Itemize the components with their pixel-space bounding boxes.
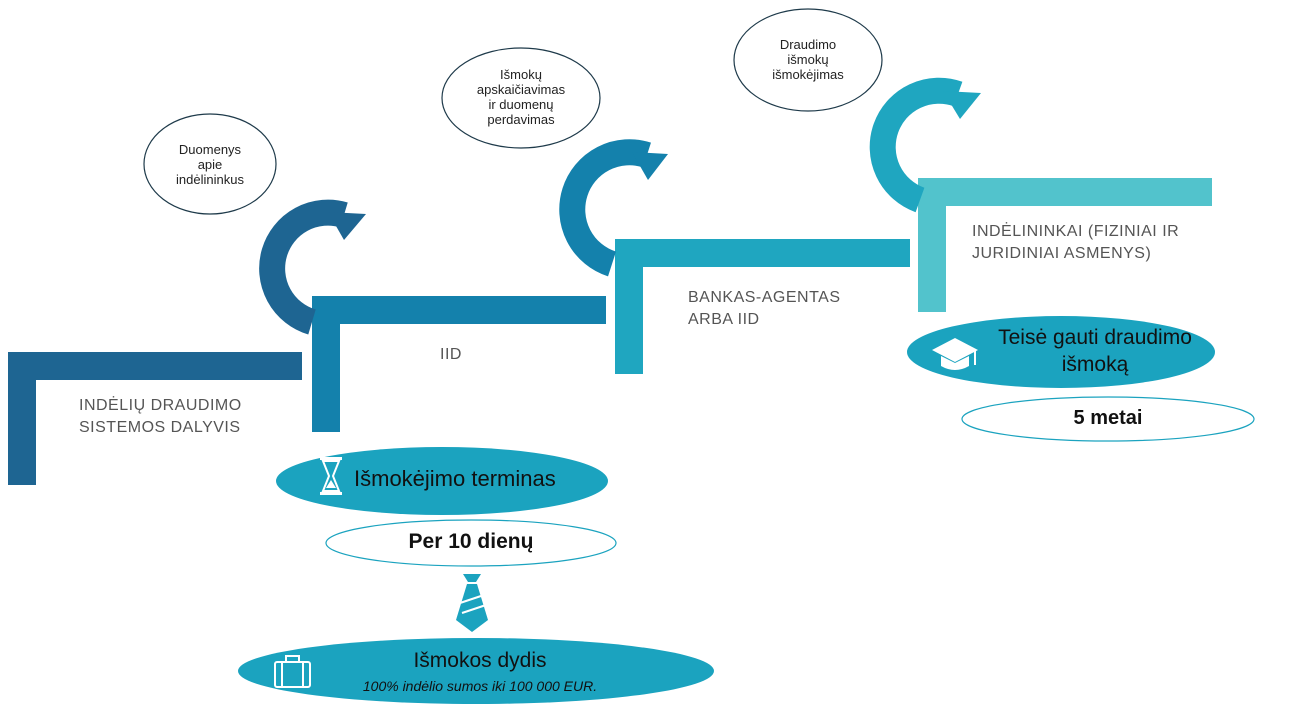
bubble-1 — [143, 113, 277, 215]
step3-label-line2: ARBA IID — [688, 311, 760, 328]
bubble-1-line: apie — [197, 157, 223, 172]
step2-label: IID — [440, 344, 462, 366]
curved-arrow-1 — [259, 199, 366, 335]
step3-bracket — [615, 239, 910, 374]
payout-term-pill — [276, 447, 608, 515]
bubble-2-line: Išmokų — [500, 67, 542, 82]
step1-label: INDĖLIŲ DRAUDIMO SISTEMOS DALYVIS — [79, 395, 242, 439]
step4-label-line1: INDĖLININKAI (FIZINIAI IR — [972, 223, 1180, 240]
step1-label-line2: SISTEMOS DALYVIS — [79, 419, 241, 436]
right-title: Teisė gauti draudimo išmoką — [970, 324, 1220, 378]
right-title-line1: Teisė gauti draudimo — [998, 326, 1192, 349]
step3-label-line1: BANKAS-AGENTAS — [688, 289, 841, 306]
payout-term-title: Išmokėjimo terminas — [354, 466, 556, 491]
right-value-pill — [961, 396, 1255, 442]
step1-label-line1: INDĖLIŲ DRAUDIMO — [79, 397, 242, 414]
curved-arrow-2 — [559, 139, 668, 277]
bubble-1-text: Duomenys apie indėlininkus — [150, 142, 270, 187]
bubble-3-line: Draudimo — [779, 37, 837, 52]
bubble-3-text: Draudimo išmokų išmokėjimas — [743, 37, 873, 82]
necktie-icon — [456, 574, 488, 632]
bubble-2 — [441, 47, 601, 149]
bubble-2-text: Išmokų apskaičiavimas ir duomenų perdavi… — [446, 67, 596, 127]
payout-term-value: Per 10 dienų — [408, 530, 534, 553]
right-title-line2: išmoką — [1061, 353, 1129, 376]
curved-arrow-3 — [869, 77, 981, 213]
step2-bracket — [312, 296, 606, 432]
step3-label: BANKAS-AGENTAS ARBA IID — [688, 287, 841, 331]
bubble-3 — [733, 8, 883, 112]
step1-bracket — [8, 352, 302, 485]
amount-subtitle: 100% indėlio sumos iki 100 000 EUR. — [362, 678, 598, 694]
step2-label-line1: IID — [440, 346, 462, 363]
amount-pill — [238, 638, 714, 704]
graduation-cap-icon — [932, 338, 978, 370]
step4-label-line2: JURIDINIAI ASMENYS) — [972, 245, 1152, 262]
bubble-1-line: Duomenys — [178, 142, 242, 157]
bubble-3-line: išmokėjimas — [772, 67, 844, 82]
bubble-1-line: indėlininkus — [176, 172, 244, 187]
right-title-pill — [907, 316, 1215, 388]
step4-label: INDĖLININKAI (FIZINIAI IR JURIDINIAI ASM… — [972, 221, 1179, 265]
right-value: 5 metai — [1073, 407, 1143, 429]
briefcase-icon — [274, 655, 311, 688]
bubble-2-line: ir duomenų — [488, 97, 554, 112]
payout-value-pill — [325, 519, 617, 567]
bubble-2-line: perdavimas — [487, 112, 555, 127]
bubble-2-line: apskaičiavimas — [476, 82, 566, 97]
step4-bracket — [918, 178, 1212, 312]
bubble-3-line: išmokų — [787, 52, 829, 67]
hourglass-icon — [320, 457, 342, 495]
amount-title: Išmokos dydis — [413, 649, 547, 672]
